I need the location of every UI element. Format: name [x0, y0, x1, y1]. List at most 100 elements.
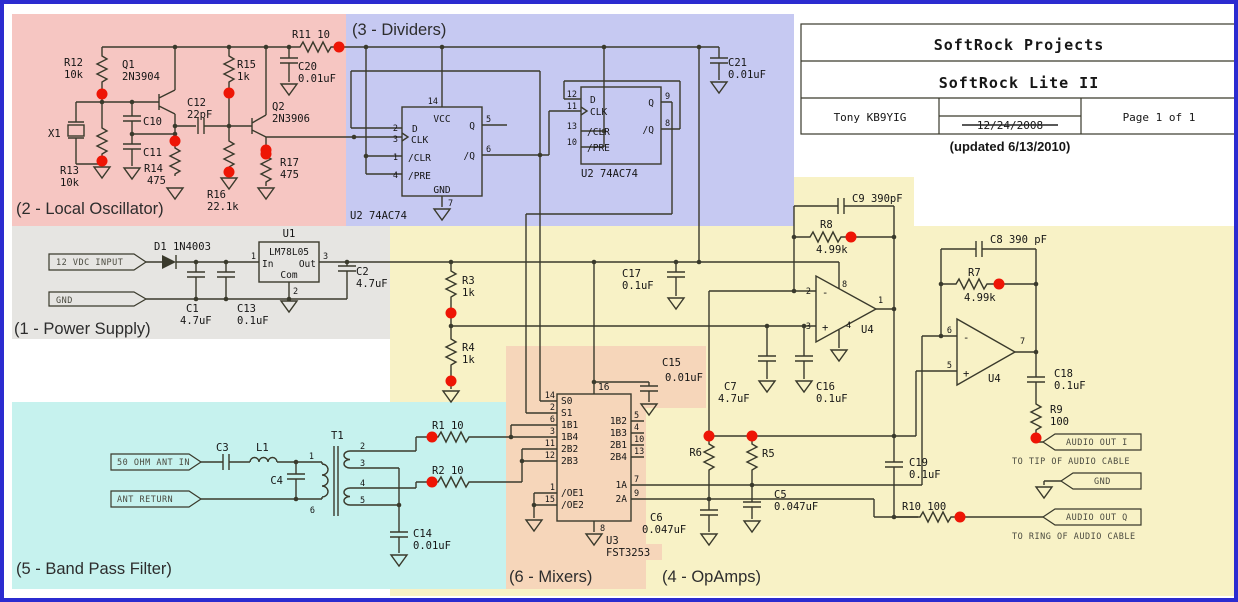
- opamp-u4b: [956, 317, 1017, 387]
- label-u3: U3: [606, 535, 619, 547]
- label-u2b-clk: CLK: [590, 107, 607, 118]
- label-c9: C9 390pF: [852, 193, 903, 205]
- label-r16: R16: [207, 189, 226, 201]
- label-u3-2b3: 2B3: [561, 456, 578, 467]
- label-u2a-qn: /Q: [464, 151, 476, 162]
- tag-ant-return: [110, 490, 203, 508]
- label-u1-com: Com: [280, 270, 297, 281]
- label-u3-2b2: 2B2: [561, 444, 578, 455]
- label-u2a-clk: CLK: [411, 135, 428, 146]
- pin-number: 10: [567, 138, 577, 148]
- pin-number: 1: [251, 252, 256, 262]
- bpf-labels: 50 OHM ANT IN ANT RETURN C3 L1 C4 T1 1 6…: [117, 430, 451, 552]
- label-t1: T1: [331, 430, 344, 442]
- label-d1: D1 1N4003: [154, 241, 211, 253]
- label-r11: R11 10: [292, 29, 330, 41]
- label-r14: R14: [144, 163, 163, 175]
- title-company: SoftRock Projects: [934, 36, 1105, 54]
- label-u2a-q: Q: [469, 121, 475, 132]
- tag-gnd-input: [48, 291, 148, 307]
- label-u3-oe1: /OE1: [561, 488, 584, 499]
- label-c2-value: 4.7uF: [356, 278, 388, 290]
- label-u2b-q: Q: [648, 98, 654, 109]
- label-r9: R9: [1050, 404, 1063, 416]
- label-u2b-d: D: [590, 95, 596, 106]
- label-u2a-pre: /PRE: [408, 171, 431, 182]
- pin-number: 15: [545, 495, 555, 505]
- pin-number: 4: [393, 171, 398, 181]
- ic-u2b-box: [580, 86, 662, 165]
- label-c15: C15: [662, 357, 681, 369]
- region-label-dividers: (3 - Dividers): [352, 21, 446, 39]
- label-c20: C20: [298, 61, 317, 73]
- region-dividers-bg: [346, 14, 794, 226]
- label-c21-value: 0.01uF: [728, 69, 766, 81]
- label-u2b-qn: /Q: [643, 125, 655, 136]
- pin-number: 10: [634, 435, 644, 445]
- pin-number: 1: [393, 153, 398, 163]
- label-r12-value: 10k: [64, 69, 84, 81]
- label-u2a-d: D: [412, 124, 418, 135]
- label-r6: R6: [689, 447, 702, 459]
- label-c3: C3: [216, 442, 229, 454]
- label-r17: R17: [280, 157, 299, 169]
- pin-number: 6: [486, 145, 491, 155]
- label-c18-value: 0.1uF: [1054, 380, 1086, 392]
- pin-number: 13: [567, 122, 577, 132]
- label-c6-value: 0.047uF: [642, 524, 686, 536]
- label-c5: C5: [774, 489, 787, 501]
- label-u3-s0: S0: [561, 396, 573, 407]
- note-ring: TO RING OF AUDIO CABLE: [1012, 532, 1136, 542]
- tag-12vdc-input: [48, 253, 148, 271]
- label-l1: L1: [256, 442, 269, 454]
- label-u3-s1: S1: [561, 408, 573, 419]
- clock-wedge-u2b: [580, 106, 589, 116]
- label-u3-2b1: 2B1: [610, 440, 627, 451]
- tag-label-ant-in: 50 OHM ANT IN: [117, 458, 190, 468]
- pin-number: 3: [393, 135, 398, 145]
- tag-label-audio-out-i: AUDIO OUT I: [1066, 438, 1128, 448]
- pin-number: 5: [360, 496, 365, 506]
- pin-number: 6: [310, 506, 315, 516]
- pin-number: 1: [550, 483, 555, 493]
- label-u2b-clr: /CLR: [587, 127, 610, 138]
- tag-label-audio-out-q: AUDIO OUT Q: [1066, 513, 1128, 523]
- pin-number: 12: [545, 451, 555, 461]
- label-r5: R5: [762, 448, 775, 460]
- opamp-plus: +: [822, 322, 828, 334]
- tag-label-gnd-out: GND: [1094, 477, 1111, 487]
- pin-number: 16: [598, 382, 610, 393]
- pin-number: 5: [634, 411, 639, 421]
- label-c6: C6: [650, 512, 663, 524]
- label-r15: R15: [237, 59, 256, 71]
- junction-dots: [99, 44, 1039, 520]
- tag-label-12vdc: 12 VDC INPUT: [56, 258, 123, 268]
- region-oscillator-bg: [12, 14, 346, 226]
- label-c18: C18: [1054, 368, 1073, 380]
- opamp-plus: +: [963, 368, 969, 380]
- label-c15-value: 0.01uF: [665, 372, 703, 384]
- pin-number: 3: [360, 459, 365, 469]
- pin-number: 6: [947, 326, 952, 336]
- label-r13-value: 10k: [60, 177, 80, 189]
- pin-number: 9: [665, 92, 670, 102]
- label-c8: C8 390 pF: [990, 234, 1047, 246]
- label-u2a-gnd: GND: [433, 185, 450, 196]
- pin-number: 1: [309, 452, 314, 462]
- region-power-bg: [12, 226, 390, 339]
- tag-label-gnd-in: GND: [56, 296, 73, 306]
- label-r3: R3: [462, 275, 475, 287]
- label-r17-value: 475: [280, 169, 299, 181]
- label-r7-value: 4.99k: [964, 292, 996, 304]
- label-c20-value: 0.01uF: [298, 73, 336, 85]
- label-r1: R1 10: [432, 420, 464, 432]
- label-u2b-pre: /PRE: [587, 143, 610, 154]
- label-u2a-vcc: VCC: [433, 114, 450, 125]
- pin-number: 4: [634, 423, 639, 433]
- label-r15-value: 1k: [237, 71, 250, 83]
- pin-number: 14: [428, 97, 438, 107]
- title-block-frame: [800, 23, 1234, 135]
- label-u4a: U4: [861, 324, 874, 336]
- label-r4-value: 1k: [462, 354, 475, 366]
